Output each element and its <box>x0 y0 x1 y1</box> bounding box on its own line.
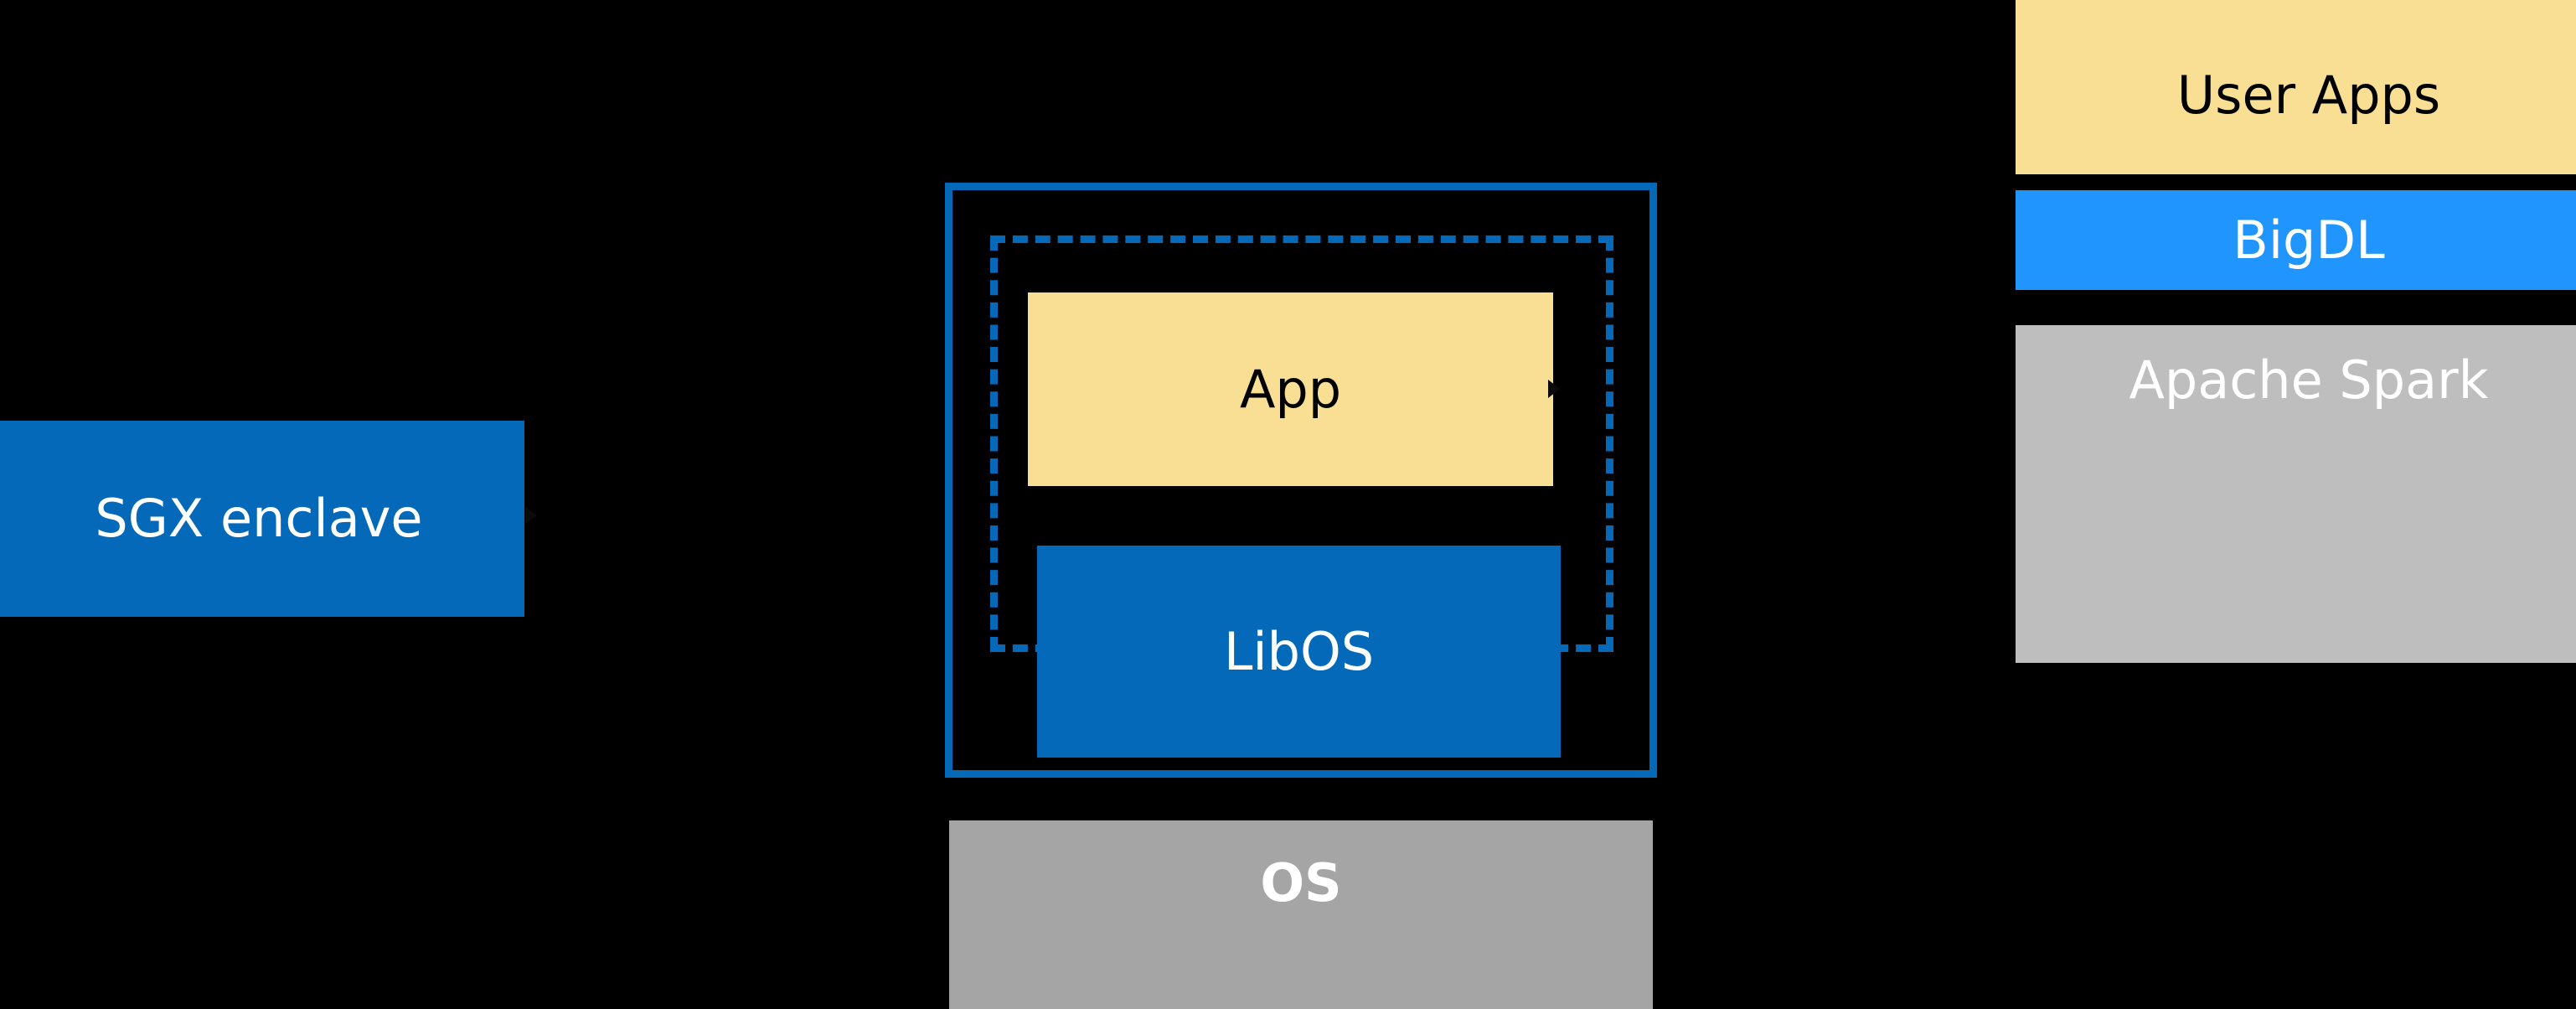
app-box[interactable]: App <box>1028 292 1553 486</box>
arrow-right-icon <box>525 506 537 525</box>
sgx-enclave-box[interactable]: SGX enclave <box>0 421 524 617</box>
bigdl-box[interactable]: BigDL <box>2016 190 2576 290</box>
apache-spark-box[interactable]: Apache Spark <box>2016 325 2576 663</box>
user-apps-box[interactable]: User Apps <box>2016 0 2576 174</box>
enclave-outer-boundary <box>945 183 1657 778</box>
libos-box[interactable]: LibOS <box>1037 546 1561 758</box>
arrow-right-icon <box>1548 380 1560 398</box>
os-box[interactable]: OS <box>949 820 1653 1009</box>
